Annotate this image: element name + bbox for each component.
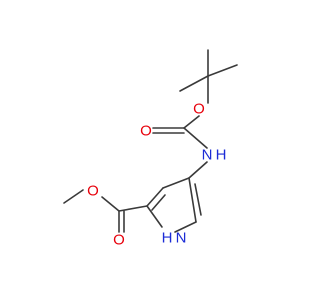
- bond: [179, 75, 209, 92]
- bond: [151, 194, 166, 211]
- oxygen-atom: O: [140, 123, 152, 140]
- oxygen-atom: O: [87, 183, 99, 200]
- bond: [146, 187, 164, 207]
- bond: [183, 127, 208, 149]
- hydrogen-atom: H: [216, 147, 227, 164]
- bond: [162, 177, 190, 189]
- hydrogen-atom: H: [162, 230, 173, 247]
- bond: [101, 196, 120, 212]
- bond: [63, 189, 84, 204]
- bond: [183, 115, 200, 129]
- molecule-structure: O O N H O O N H: [63, 49, 238, 249]
- nitrogen-atom: N: [202, 147, 213, 164]
- bond: [118, 205, 148, 212]
- structure-canvas: O O N H O O N H: [63, 49, 238, 249]
- oxygen-atom: O: [113, 232, 125, 249]
- oxygen-atom: O: [193, 101, 205, 118]
- bond: [188, 161, 208, 179]
- bond: [188, 177, 197, 223]
- nitrogen-atom: N: [176, 230, 187, 247]
- bond: [174, 221, 197, 233]
- bond: [207, 64, 238, 77]
- bond: [146, 205, 163, 228]
- bond: [194, 183, 202, 216]
